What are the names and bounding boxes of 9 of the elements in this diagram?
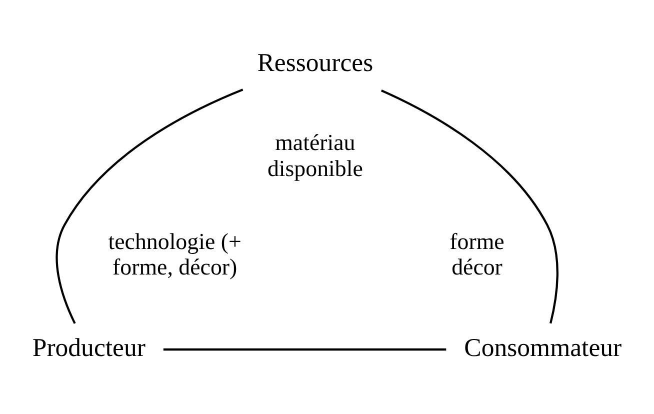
node-text: Producteur bbox=[32, 332, 146, 362]
node-text: Consommateur bbox=[464, 332, 622, 362]
node-text: Ressources bbox=[257, 48, 374, 77]
connector bbox=[380, 90, 558, 324]
label: technologie (+ forme, décor) bbox=[108, 228, 242, 280]
connector bbox=[56, 88, 244, 324]
label: matériau disponible bbox=[267, 130, 363, 181]
connector bbox=[163, 348, 446, 351]
label: forme décor bbox=[450, 228, 504, 280]
